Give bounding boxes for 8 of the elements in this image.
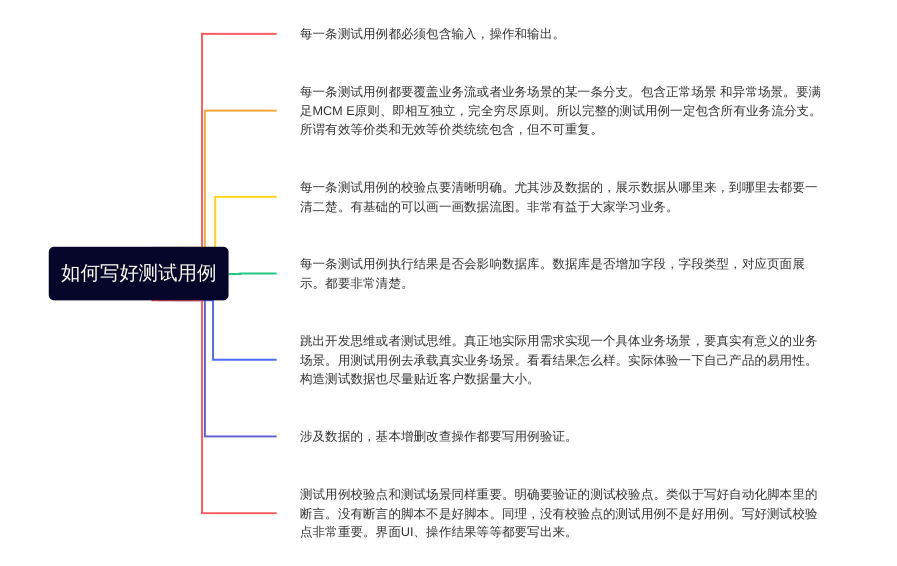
node-text: 每一条测试用例都要覆盖业务流或者业务场景的某一条分支。包含正常场景 和异常场景。要满足MCM E原则、即相互独立，完全穷尽原则。所以完整的测试用例一定包含所有业务流分支。所谓有效等价类和无效等价类统统包含，但不可重复。 — [300, 84, 822, 137]
node-text: 跳出开发思维或者测试思维。真正地实际用需求实现一个具体业务场景，要真实有意义的业务场景。用测试用例去承载真实业务场景。看看结果怎么样。实际体验一下自己产品的易用性。构造测试数据也尽量贴近客户数据量大小。 — [300, 333, 818, 386]
node-text: 每一条测试用例执行结果是否会影响数据库。数据库是否增加字段，字段类型，对应页面展示。都要非常清楚。 — [300, 256, 805, 290]
node-text: 涉及数据的，基本增删改查操作都要写用例验证。 — [300, 428, 578, 444]
node-text: 测试用例校验点和测试场景同样重要。明确要验证的测试校验点。类似于写好自动化脚本里的断言。没有断言的脚本不是好脚本。同理，没有校验点的测试用例不是好用例。写好测试校验点非常重要。界面UI、操作结果等等都要写出来。 — [300, 486, 818, 540]
connector — [228, 272, 277, 275]
node-text: 每一条测试用例都必须包含输入，操作和输出。 — [300, 26, 566, 41]
node-text: 每一条测试用例的校验点要清晰明确。尤其涉及数据的，展示数据从哪里来，到哪里去都要一清二楚。有基础的可以画一画数据流图。非常有益于大家学习业务。 — [300, 180, 818, 214]
